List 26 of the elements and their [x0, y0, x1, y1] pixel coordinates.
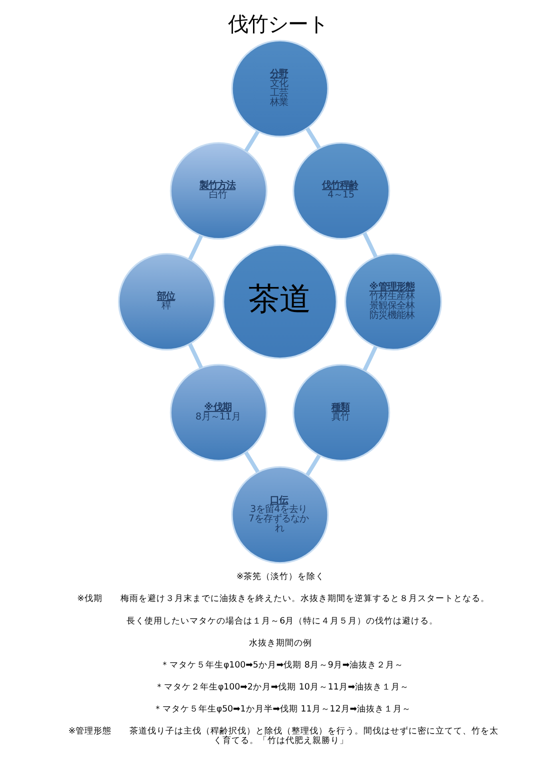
node-circle: 部位 稈 — [118, 252, 216, 350]
node-circle: 茶道 — [222, 244, 338, 360]
node-circle: 製竹方法 白竹 — [170, 142, 268, 240]
label: ※茶筅（淡竹）を除く — [236, 572, 325, 582]
label: 長く使用したいマタケの場合は１月～6月（特に４月５月）の伐竹は避ける。 — [126, 616, 438, 626]
connector — [306, 127, 321, 149]
node-circle: 分野 文化 工芸 林業 — [231, 40, 329, 138]
connector — [362, 232, 378, 258]
connector — [188, 343, 204, 369]
node-circle: 伐竹稈齢 4～15 — [292, 142, 390, 240]
label: ※伐期 梅雨を避け３月末までに油抜きを終えたい。水抜き期間を逆算すると８月スタートとなる。 — [77, 594, 490, 604]
label: 水抜き期間の例 — [248, 638, 312, 648]
diagram-title: 伐竹シート — [228, 12, 328, 36]
connector — [188, 234, 203, 260]
connector — [244, 451, 260, 473]
label: ＊マタケ２年生φ100➡2か月➡伐期 10月～11月➡油抜き１月～ — [154, 682, 410, 692]
label: ＊マタケ５年生φ50➡1か月半➡伐期 11月～12月➡油抜き１月～ — [153, 704, 412, 714]
node-circle: ※伐期 8月～11月 — [170, 364, 268, 462]
node-circle: 口伝 3を留4を去り7を存ずるなかれ — [231, 466, 329, 564]
node-circle: ※管理形態 竹材生産林 景観保全林 防災機能林 — [344, 252, 442, 350]
connector — [244, 130, 260, 152]
connector — [306, 454, 321, 476]
label: ※管理形態 茶道伐り子は主伐（稈齢択伐）と除伐（整理伐）を行う。間伐はせずに密に立てて、竹を太く育てる。「竹は代肥え親勝り」 — [68, 726, 499, 746]
node-circle: 種類 真竹 — [292, 364, 390, 462]
label: ＊マタケ５年生φ100➡5か月➡伐期 8月～9月➡油抜き２月～ — [160, 660, 404, 670]
connector — [362, 346, 378, 372]
